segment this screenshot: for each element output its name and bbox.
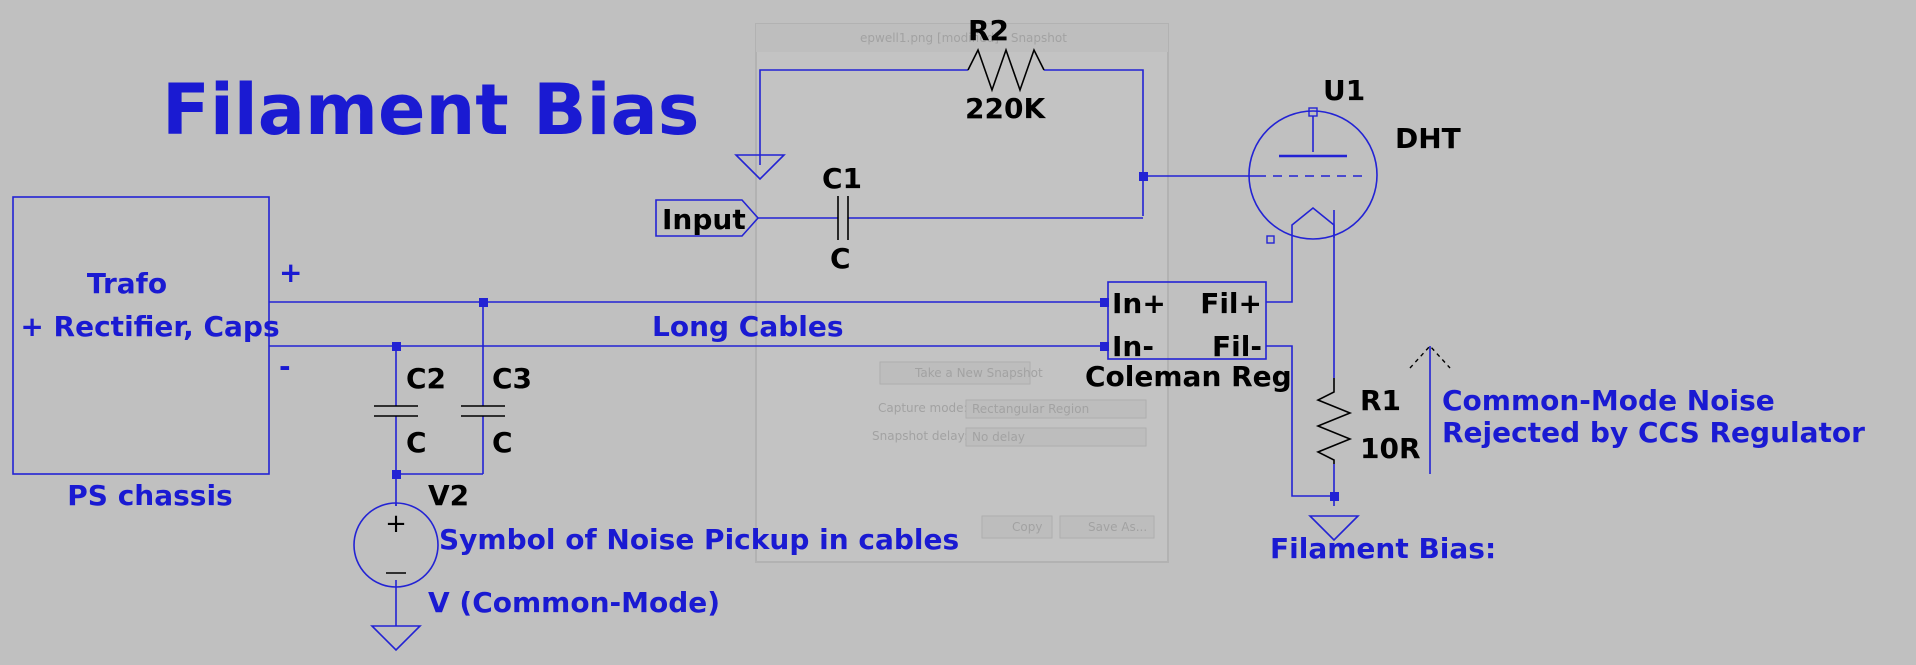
c3-name: C3 <box>492 362 532 395</box>
noise-annotation-line1: Common-Mode Noise <box>1442 384 1775 417</box>
junction-grid <box>1139 172 1148 181</box>
ground-v2-icon <box>370 625 422 652</box>
regulator-box <box>1107 281 1267 360</box>
ground-r2-icon <box>734 154 786 181</box>
u1-name: U1 <box>1323 74 1365 107</box>
reg-fil-plus-label: Fil+ <box>1200 287 1262 320</box>
junction-r1 <box>1330 492 1339 501</box>
copy-label: Copy <box>1012 520 1042 534</box>
cable-label: Long Cables <box>652 310 844 343</box>
r1-resistor-symbol <box>1315 378 1353 464</box>
junction-v2 <box>392 470 401 479</box>
snapshot-delay-label: Snapshot delay: <box>872 429 968 443</box>
snapshot-window-frame <box>755 23 1169 563</box>
junction-c2 <box>392 342 401 351</box>
ps-line2: + Rectifier, Caps <box>20 310 279 343</box>
junction-in-minus <box>1100 342 1109 351</box>
input-port-icon <box>655 199 760 237</box>
junction-in-plus <box>1100 298 1109 307</box>
c1-value: C <box>830 242 851 275</box>
snapshot-delay-value: No delay <box>972 430 1025 444</box>
r2-value: 220K <box>965 92 1046 125</box>
r1-name: R1 <box>1360 384 1401 417</box>
ps-minus-label: - <box>279 350 291 383</box>
snapshot-window-titlebar <box>756 24 1168 52</box>
input-port-label: Input <box>662 203 746 236</box>
c2-capacitor-symbol <box>374 405 418 417</box>
ps-line1: Trafo <box>87 267 167 300</box>
reg-in-plus-label: In+ <box>1112 287 1166 320</box>
capture-mode-select <box>965 399 1147 419</box>
wire-fil-plus <box>1266 238 1293 303</box>
r2-name: R2 <box>968 14 1009 47</box>
u1-value: DHT <box>1395 122 1461 155</box>
junctions <box>392 172 1339 501</box>
snapshot-window-title: epwell1.png [modified] - Snapshot <box>860 31 1067 45</box>
ps-chassis-box <box>12 196 270 475</box>
page-title: Filament Bias <box>162 69 699 151</box>
junction-c3 <box>479 298 488 307</box>
take-snapshot-label: Take a New Snapshot <box>914 366 1043 380</box>
c2-name: C2 <box>406 362 446 395</box>
u1-filament <box>1291 206 1335 238</box>
c1-name: C1 <box>822 162 862 195</box>
copy-button <box>981 515 1053 539</box>
wire-fil-minus <box>1266 345 1334 497</box>
save-as-label: Save As... <box>1088 520 1147 534</box>
u1-filament-pin <box>1266 235 1275 244</box>
v2-description: Symbol of Noise Pickup in cables <box>439 523 959 556</box>
r1-value: 10R <box>1360 432 1421 465</box>
ps-caption: PS chassis <box>67 479 232 512</box>
wire-r2-right <box>1044 69 1144 216</box>
u1-tube-envelope <box>1248 110 1378 240</box>
capture-mode-label: Capture mode: <box>878 401 968 415</box>
c3-capacitor-symbol <box>461 405 505 417</box>
take-snapshot-button <box>879 361 1031 385</box>
save-as-button <box>1059 515 1155 539</box>
c2-value: C <box>406 426 427 459</box>
filament-bias-label: Filament Bias: <box>1270 532 1496 565</box>
wires <box>269 69 1335 626</box>
ground-r1-icon <box>1308 515 1360 542</box>
noise-annotation-line2: Rejected by CCS Regulator <box>1442 416 1865 449</box>
wire-r2-left <box>759 69 968 165</box>
reg-fil-minus-label: Fil- <box>1212 330 1262 363</box>
ps-plus-label: + <box>279 256 302 289</box>
v2-name: V2 <box>428 479 469 512</box>
capture-mode-value: Rectangular Region <box>972 402 1089 416</box>
c3-value: C <box>492 426 513 459</box>
reg-in-minus-label: In- <box>1112 330 1154 363</box>
regulator-name: Coleman Reg <box>1085 360 1292 393</box>
v2-value: V (Common-Mode) <box>428 586 720 619</box>
v2-plus-icon: + <box>385 509 407 539</box>
noise-arrow-head-icon <box>1409 344 1451 369</box>
r2-resistor-symbol <box>967 47 1045 93</box>
u1-plate-pin <box>1308 107 1318 117</box>
snapshot-delay-select <box>965 427 1147 447</box>
c1-capacitor-symbol <box>837 196 849 240</box>
background-snapshot-window: epwell1.png [modified] - Snapshot Take a… <box>755 23 1169 563</box>
